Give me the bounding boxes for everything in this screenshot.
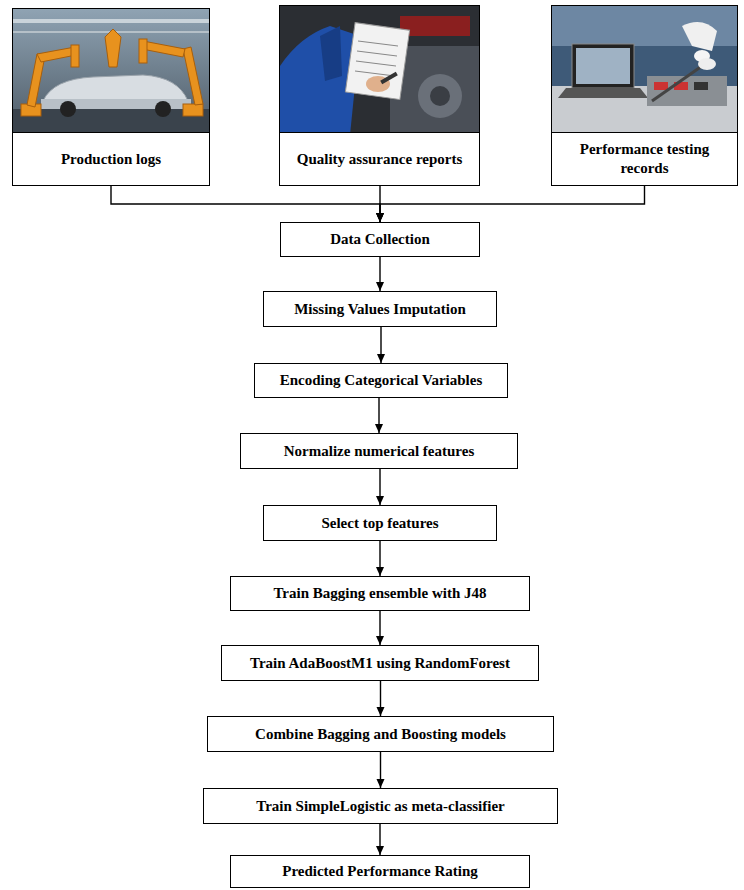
inspection-photo — [280, 6, 479, 135]
process-box: Normalize numerical features — [240, 433, 518, 469]
flow-arrow — [380, 681, 381, 716]
flow-arrow — [379, 257, 380, 291]
step-label: Predicted Performance Rating — [282, 862, 478, 881]
process-box: Train Bagging ensemble with J48 — [230, 576, 530, 611]
process-box: Encoding Categorical Variables — [254, 363, 508, 398]
step-label: Missing Values Imputation — [294, 300, 466, 319]
flow-arrow — [379, 611, 380, 645]
source-label-area: Production logs — [13, 132, 209, 185]
flow-arrow — [111, 186, 380, 222]
source-box: Production logs — [12, 8, 210, 186]
process-box: Train SimpleLogistic as meta-classifier — [203, 788, 558, 824]
source-box: Performance testing records — [551, 5, 738, 186]
flow-arrow — [378, 398, 379, 433]
flow-arrow — [379, 824, 380, 855]
process-box: Select top features — [263, 505, 497, 541]
process-box: Train AdaBoostM1 using RandomForest — [221, 645, 539, 681]
flow-arrow — [379, 541, 380, 576]
flow-arrow — [379, 469, 380, 505]
testing-photo — [552, 6, 737, 135]
step-label: Combine Bagging and Boosting models — [255, 725, 506, 744]
source-label-area: Performance testing records — [552, 132, 737, 185]
source-label: Production logs — [53, 150, 169, 169]
step-label: Data Collection — [330, 230, 430, 249]
source-box: Quality assurance reports — [279, 5, 480, 186]
process-box: Combine Bagging and Boosting models — [207, 716, 554, 752]
step-label: Train AdaBoostM1 using RandomForest — [250, 654, 510, 673]
flow-arrow — [380, 752, 381, 788]
step-label: Encoding Categorical Variables — [280, 371, 483, 390]
factory-photo — [13, 9, 209, 135]
step-label: Select top features — [321, 514, 438, 533]
source-label-area: Quality assurance reports — [280, 132, 479, 185]
process-box: Missing Values Imputation — [263, 291, 497, 327]
flow-arrow — [380, 327, 381, 363]
process-box: Predicted Performance Rating — [230, 855, 530, 888]
step-label: Normalize numerical features — [284, 442, 475, 461]
source-label: Performance testing records — [552, 140, 737, 178]
source-label: Quality assurance reports — [289, 150, 471, 169]
process-box: Data Collection — [280, 222, 480, 257]
step-label: Train Bagging ensemble with J48 — [273, 584, 486, 603]
flow-arrow — [380, 186, 645, 222]
step-label: Train SimpleLogistic as meta-classifier — [256, 797, 504, 816]
